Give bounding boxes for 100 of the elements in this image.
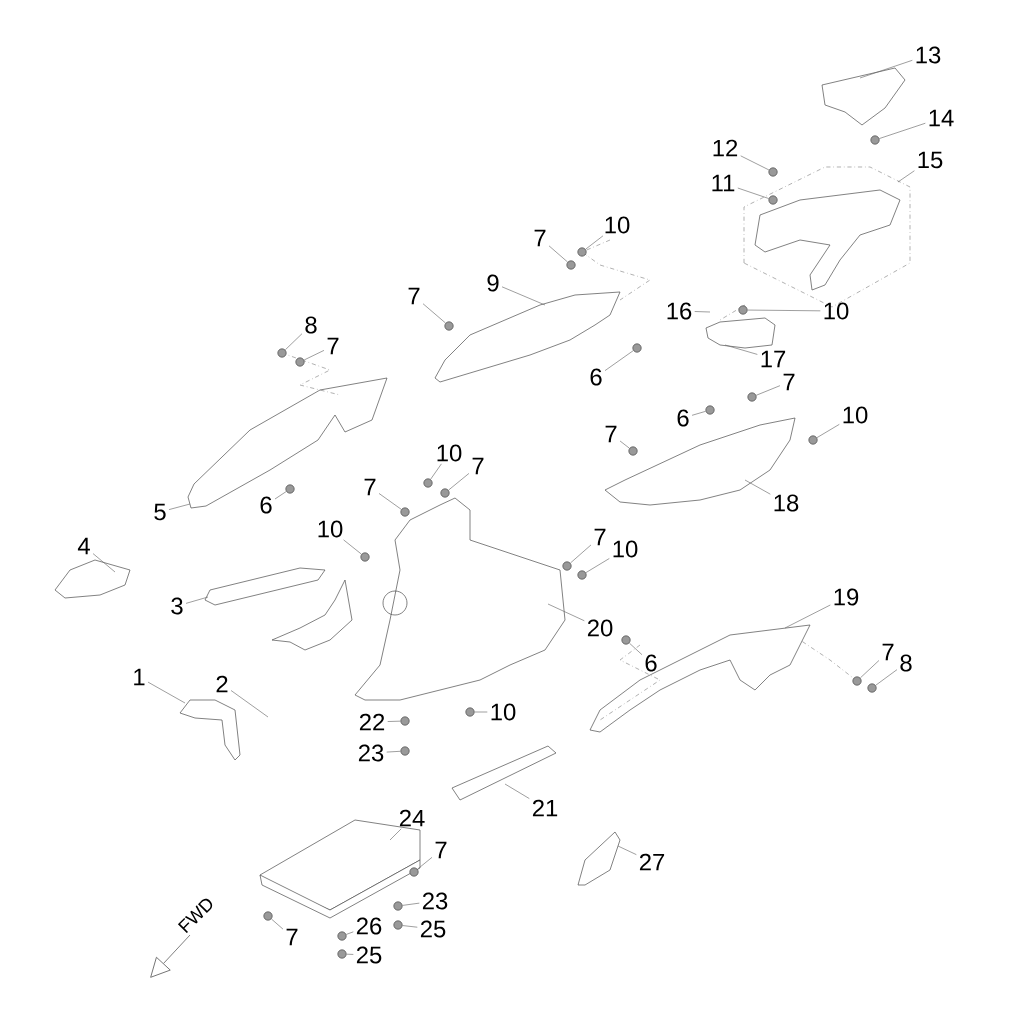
fastener xyxy=(337,931,347,941)
callout-number: 8 xyxy=(900,654,912,672)
leader-line xyxy=(547,603,585,622)
leader-line xyxy=(691,411,706,416)
callout-number: 20 xyxy=(587,619,613,637)
leader-line xyxy=(897,170,915,183)
leader-line xyxy=(859,59,913,79)
fastener xyxy=(465,707,475,717)
fastener xyxy=(628,446,638,456)
fastener xyxy=(400,507,410,517)
leader-line xyxy=(230,690,269,718)
callout-number: 9 xyxy=(487,274,499,292)
fastener xyxy=(562,561,572,571)
fastener xyxy=(808,435,818,445)
leader-line xyxy=(271,918,284,930)
leader-line xyxy=(737,187,769,199)
leader-line xyxy=(345,931,354,935)
callout-number: 23 xyxy=(358,744,384,762)
callout-number: 15 xyxy=(918,151,943,169)
leader-line xyxy=(343,539,362,555)
leader-line xyxy=(284,333,303,351)
leader-line xyxy=(816,424,840,438)
callout-number: 3 xyxy=(171,597,183,615)
callout-number: 7 xyxy=(594,528,606,546)
callout-number: 14 xyxy=(929,109,954,127)
fastener xyxy=(337,949,347,959)
callout-number: 17 xyxy=(761,350,786,368)
leader-line xyxy=(501,286,546,306)
leader-line xyxy=(303,350,325,361)
leader-line xyxy=(724,344,758,355)
leader-line xyxy=(430,463,442,480)
fastener xyxy=(852,676,862,686)
fastener xyxy=(440,488,450,498)
callout-number: 10 xyxy=(318,520,343,538)
fastener xyxy=(705,405,715,415)
callout-number: 25 xyxy=(356,946,382,964)
fastener xyxy=(768,167,778,177)
leader-line xyxy=(744,479,771,495)
callout-number: 16 xyxy=(667,302,692,320)
callout-number: 18 xyxy=(774,494,799,512)
leader-line xyxy=(875,669,898,686)
fastener xyxy=(393,901,403,911)
leader-line xyxy=(784,604,831,629)
callout-number: 10 xyxy=(491,703,516,721)
callout-number: 7 xyxy=(408,287,420,305)
leader-line xyxy=(548,245,568,263)
callout-number: 26 xyxy=(356,917,382,935)
callout-number: 24 xyxy=(399,809,425,827)
leader-line xyxy=(147,681,186,704)
leader-line xyxy=(448,473,470,491)
leader-line xyxy=(617,845,637,855)
fastener xyxy=(263,911,273,921)
fastener xyxy=(738,305,748,315)
fastener xyxy=(632,343,642,353)
callout-number: 7 xyxy=(327,337,339,355)
callout-number: 27 xyxy=(639,853,665,871)
leader-line xyxy=(168,503,191,510)
fastener xyxy=(577,247,587,257)
leader-line xyxy=(422,303,446,324)
fastener xyxy=(400,746,410,756)
callout-number: 8 xyxy=(305,316,317,334)
leader-line xyxy=(619,440,630,449)
callout-number: 5 xyxy=(154,503,166,521)
callout-number: 7 xyxy=(605,425,617,443)
fastener xyxy=(409,867,419,877)
fastener xyxy=(747,392,757,402)
callout-number: 6 xyxy=(260,496,272,514)
fastener xyxy=(277,348,287,358)
leader-line xyxy=(402,925,418,928)
callout-number: 7 xyxy=(534,229,546,247)
callout-number: 7 xyxy=(286,928,298,946)
leader-line xyxy=(755,385,781,396)
callout-number: 10 xyxy=(843,406,868,424)
fastener xyxy=(423,478,433,488)
callout-number: 7 xyxy=(882,643,894,661)
leader-line xyxy=(879,122,926,139)
callout-number: 11 xyxy=(712,174,735,192)
callout-number: 7 xyxy=(472,457,484,475)
leader-line xyxy=(378,493,402,510)
fastener xyxy=(444,321,454,331)
callout-number: 12 xyxy=(713,139,738,157)
fastener xyxy=(295,357,305,367)
fastener xyxy=(285,484,295,494)
fastener xyxy=(768,195,778,205)
fastener xyxy=(870,135,880,145)
callout-number: 10 xyxy=(824,302,849,320)
leader-line xyxy=(474,711,488,713)
fastener xyxy=(867,683,877,693)
callout-number: 10 xyxy=(605,216,630,234)
leader-line xyxy=(585,558,610,573)
callout-number: 4 xyxy=(77,537,90,555)
callout-number: 23 xyxy=(422,892,448,910)
callout-number: 13 xyxy=(916,46,941,64)
fastener xyxy=(577,570,587,580)
callout-number: 6 xyxy=(677,409,689,427)
leader-line xyxy=(604,350,634,371)
fastener xyxy=(566,260,576,270)
callout-number: 22 xyxy=(359,713,385,731)
callout-number: 25 xyxy=(420,920,446,938)
callout-number: 6 xyxy=(645,654,657,672)
